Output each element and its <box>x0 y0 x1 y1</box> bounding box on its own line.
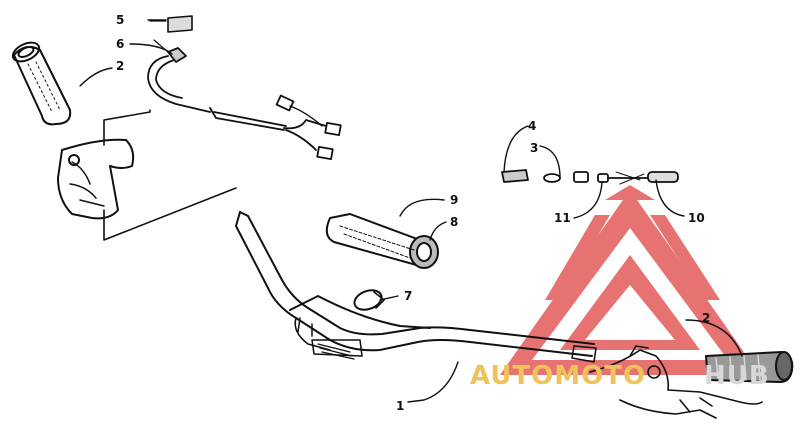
watermark-text-a: AUTOMOTO <box>470 361 646 391</box>
watermark-text-b: HUB <box>704 361 770 391</box>
callout-6: 6 <box>116 37 124 51</box>
callout-9: 9 <box>450 193 458 207</box>
callout-1: 1 <box>396 399 404 413</box>
callout-8: 8 <box>450 215 458 229</box>
wire-harness <box>147 39 342 161</box>
callout-10: 10 <box>688 211 705 225</box>
grip-right <box>705 351 794 383</box>
callout-3: 3 <box>530 141 538 155</box>
grip-sleeve <box>325 213 439 269</box>
throttle-housing <box>57 109 237 241</box>
callout-5: 5 <box>116 13 124 27</box>
callout-11: 11 <box>554 211 571 225</box>
automotohub-logo <box>500 185 760 375</box>
throttle-lever <box>589 345 763 419</box>
handlebar <box>235 211 597 363</box>
callout-2-right: 2 <box>702 311 710 325</box>
grip-left <box>11 41 72 126</box>
heater-wire-assembly <box>501 169 679 185</box>
callout-7: 7 <box>404 289 412 303</box>
hose-clamp <box>353 289 385 311</box>
switch-button <box>149 15 193 33</box>
leader-lines <box>79 19 743 403</box>
callout-4: 4 <box>528 119 536 133</box>
callout-2-left: 2 <box>116 59 124 73</box>
